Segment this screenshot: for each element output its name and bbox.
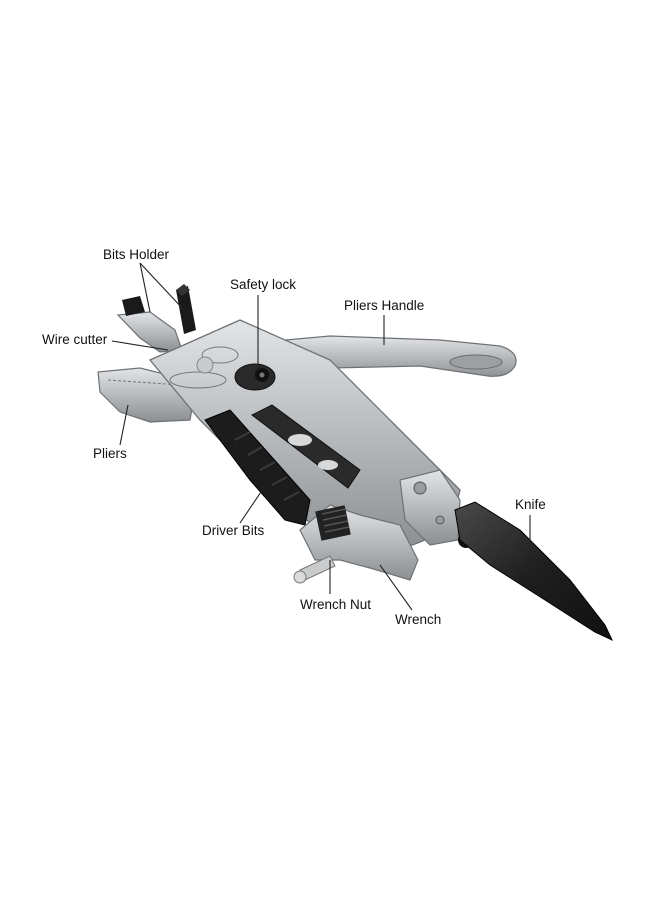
wire-cutter-shape (116, 311, 183, 353)
label-driver-bits: Driver Bits (202, 523, 265, 538)
label-wrench-nut: Wrench Nut (300, 597, 372, 612)
knife-blade-shape (454, 501, 614, 642)
label-wrench: Wrench (395, 612, 442, 627)
label-knife: Knife (515, 497, 546, 512)
label-bits-holder: Bits Holder (103, 247, 170, 262)
wrench-nut-block (315, 505, 351, 541)
safety-lock-recess (234, 363, 276, 391)
safety-lock-pin (259, 372, 265, 378)
leader-lines (111, 262, 531, 611)
leader-bits-holder-b (139, 262, 185, 311)
pliers-jaw-teeth (107, 379, 181, 386)
slot-hole-2 (318, 460, 338, 470)
leader-wire-cutter (111, 340, 169, 351)
leader-wrench (379, 564, 413, 611)
driver-bit-end (293, 570, 307, 584)
wrench-nut-ridges (321, 508, 350, 533)
slot-hole-1 (288, 434, 312, 446)
bits-holder-bit-1 (122, 296, 145, 316)
leader-driver-bits (239, 485, 266, 524)
label-wire-cutter: Wire cutter (42, 332, 108, 347)
handle-hole (449, 354, 503, 370)
rubber-grip-shape (204, 409, 311, 526)
label-pliers: Pliers (93, 446, 127, 461)
label-pliers-handle: Pliers Handle (344, 298, 425, 313)
hinge-screw-2 (435, 515, 445, 525)
engraving-badge-2 (169, 371, 227, 389)
engraving-badge (201, 346, 239, 364)
rubber-grip-ridges (234, 431, 300, 501)
bits-holder-bit-2-tip (176, 284, 190, 296)
leader-pliers (119, 404, 129, 446)
body-rivet (196, 356, 214, 374)
bits-holder-bit-2 (176, 286, 196, 334)
label-safety-lock: Safety lock (230, 277, 297, 292)
leader-bits-holder-a (139, 262, 151, 313)
hinge-screw-1 (413, 481, 427, 495)
